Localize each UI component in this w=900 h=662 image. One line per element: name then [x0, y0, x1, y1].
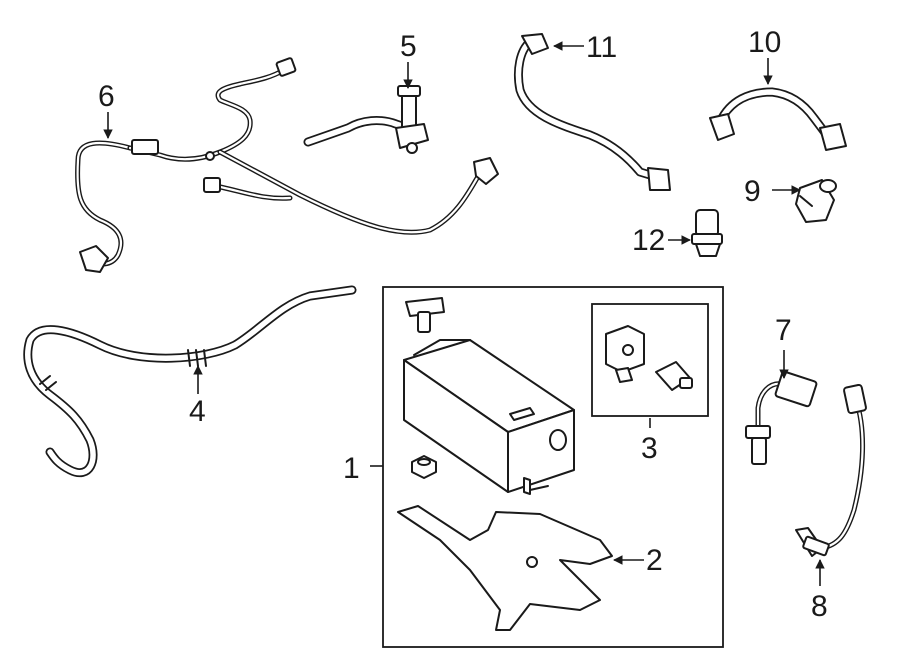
- callout-4: 4: [189, 395, 206, 428]
- callout-6: 6: [98, 80, 115, 113]
- part-8-oxygen-sensor: [795, 383, 867, 557]
- callout-3: 3: [641, 432, 658, 465]
- part-10-curved-hose: [709, 87, 847, 151]
- part-11-vapor-line: [513, 33, 671, 191]
- callout-9: 9: [744, 175, 761, 208]
- callout-1: 1: [343, 452, 360, 485]
- callout-2: 2: [646, 544, 663, 577]
- callout-5: 5: [400, 30, 417, 63]
- callout-12: 12: [632, 224, 665, 257]
- part-4-hose: [23, 285, 357, 478]
- callout-labels: 1 2 3 4 5 6 7 8 9 10 11 12: [98, 26, 828, 623]
- part-1-group-frame: [382, 286, 724, 648]
- part-9-valve: [795, 179, 837, 223]
- part-1-mount-bracket: [405, 297, 445, 333]
- leader-lines: [103, 41, 825, 586]
- part-1-nut: [411, 455, 437, 479]
- part-3-sensor-connector: [605, 325, 693, 391]
- part-12-fitting: [691, 209, 723, 257]
- part-5-sensor: [303, 85, 429, 154]
- callout-10: 10: [748, 26, 781, 59]
- callout-8: 8: [811, 590, 828, 623]
- callout-11: 11: [586, 31, 617, 64]
- part-6-wiring-harness: [75, 57, 499, 273]
- part-1-canister: [403, 339, 575, 495]
- part-3-group-frame: [591, 303, 709, 417]
- part-7-oxygen-sensor: [745, 370, 818, 465]
- callout-7: 7: [775, 314, 792, 347]
- part-2-bracket: [397, 505, 613, 631]
